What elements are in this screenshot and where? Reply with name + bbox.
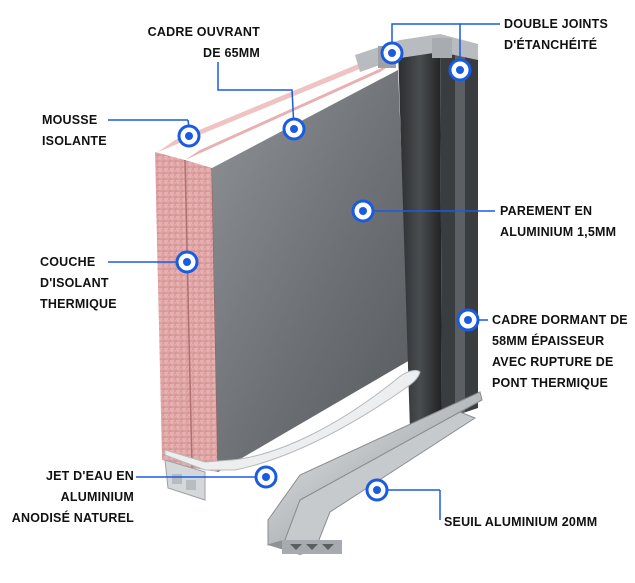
label-line: ALUMINIUM 1,5MM [500, 225, 617, 239]
foam-layer-inner [185, 160, 218, 472]
label-line: JET D'EAU EN [45, 469, 134, 483]
label-line: 58MM ÉPAISSEUR [492, 334, 605, 348]
foam-layer-outer [155, 152, 192, 468]
label-line: D'ISOLANT [40, 276, 109, 290]
label-line: SEUIL ALUMINIUM 20MM [444, 515, 598, 529]
foam-top-edge-inner [185, 62, 395, 160]
label-line: PAREMENT EN [500, 204, 593, 218]
marker-double-joints-2-icon [448, 58, 472, 82]
label-line: CADRE OUVRANT [147, 25, 260, 39]
label-double-joints: DOUBLE JOINTS D'ÉTANCHÉITÉ [504, 14, 608, 56]
foam-top-edge [158, 55, 380, 152]
label-jet-deau: JET D'EAU EN ALUMINIUM ANODISÉ NATUREL [10, 466, 134, 529]
label-line: PONT THERMIQUE [492, 376, 608, 390]
marker-mousse-icon [177, 124, 201, 148]
seuil-end-profile [282, 540, 342, 554]
label-line: D'ÉTANCHÉITÉ [504, 38, 598, 52]
aluminium-panel [212, 70, 410, 472]
leader-double-joints [391, 23, 461, 68]
callout-markers [175, 41, 480, 502]
label-line: CADRE DORMANT DE [492, 313, 628, 327]
label-mousse-isolante: MOUSSE ISOLANTE [42, 110, 107, 152]
label-line: DOUBLE JOINTS [504, 17, 608, 31]
label-line: AVEC RUPTURE DE [492, 355, 614, 369]
label-line: COUCHE [40, 255, 96, 269]
label-line: THERMIQUE [40, 297, 117, 311]
label-seuil: SEUIL ALUMINIUM 20MM [444, 512, 597, 533]
marker-cadre-dormant-icon [456, 308, 480, 332]
label-couche-isolant: COUCHE D'ISOLANT THERMIQUE [40, 252, 117, 315]
marker-cadre-ouvrant-icon [282, 117, 306, 141]
marker-double-joints-1-icon [380, 41, 404, 65]
marker-parement-icon [351, 199, 375, 223]
marker-jet-deau-icon [254, 465, 278, 489]
door-frame-outer [398, 40, 442, 430]
jet-deau-profile [164, 369, 421, 471]
label-line: ANODISÉ NATUREL [11, 511, 134, 525]
marker-seuil-icon [365, 478, 389, 502]
marker-couche-icon [175, 250, 199, 274]
leader-cadre-ouvrant [217, 62, 295, 129]
label-line: MOUSSE [42, 113, 98, 127]
label-line: ALUMINIUM [60, 490, 134, 504]
label-parement: PAREMENT EN ALUMINIUM 1,5MM [500, 201, 616, 243]
label-cadre-ouvrant: CADRE OUVRANT DE 65MM [120, 22, 260, 64]
label-cadre-dormant: CADRE DORMANT DE 58MM ÉPAISSEUR AVEC RUP… [492, 310, 628, 394]
label-line: DE 65MM [203, 46, 260, 60]
label-line: ISOLANTE [42, 134, 107, 148]
